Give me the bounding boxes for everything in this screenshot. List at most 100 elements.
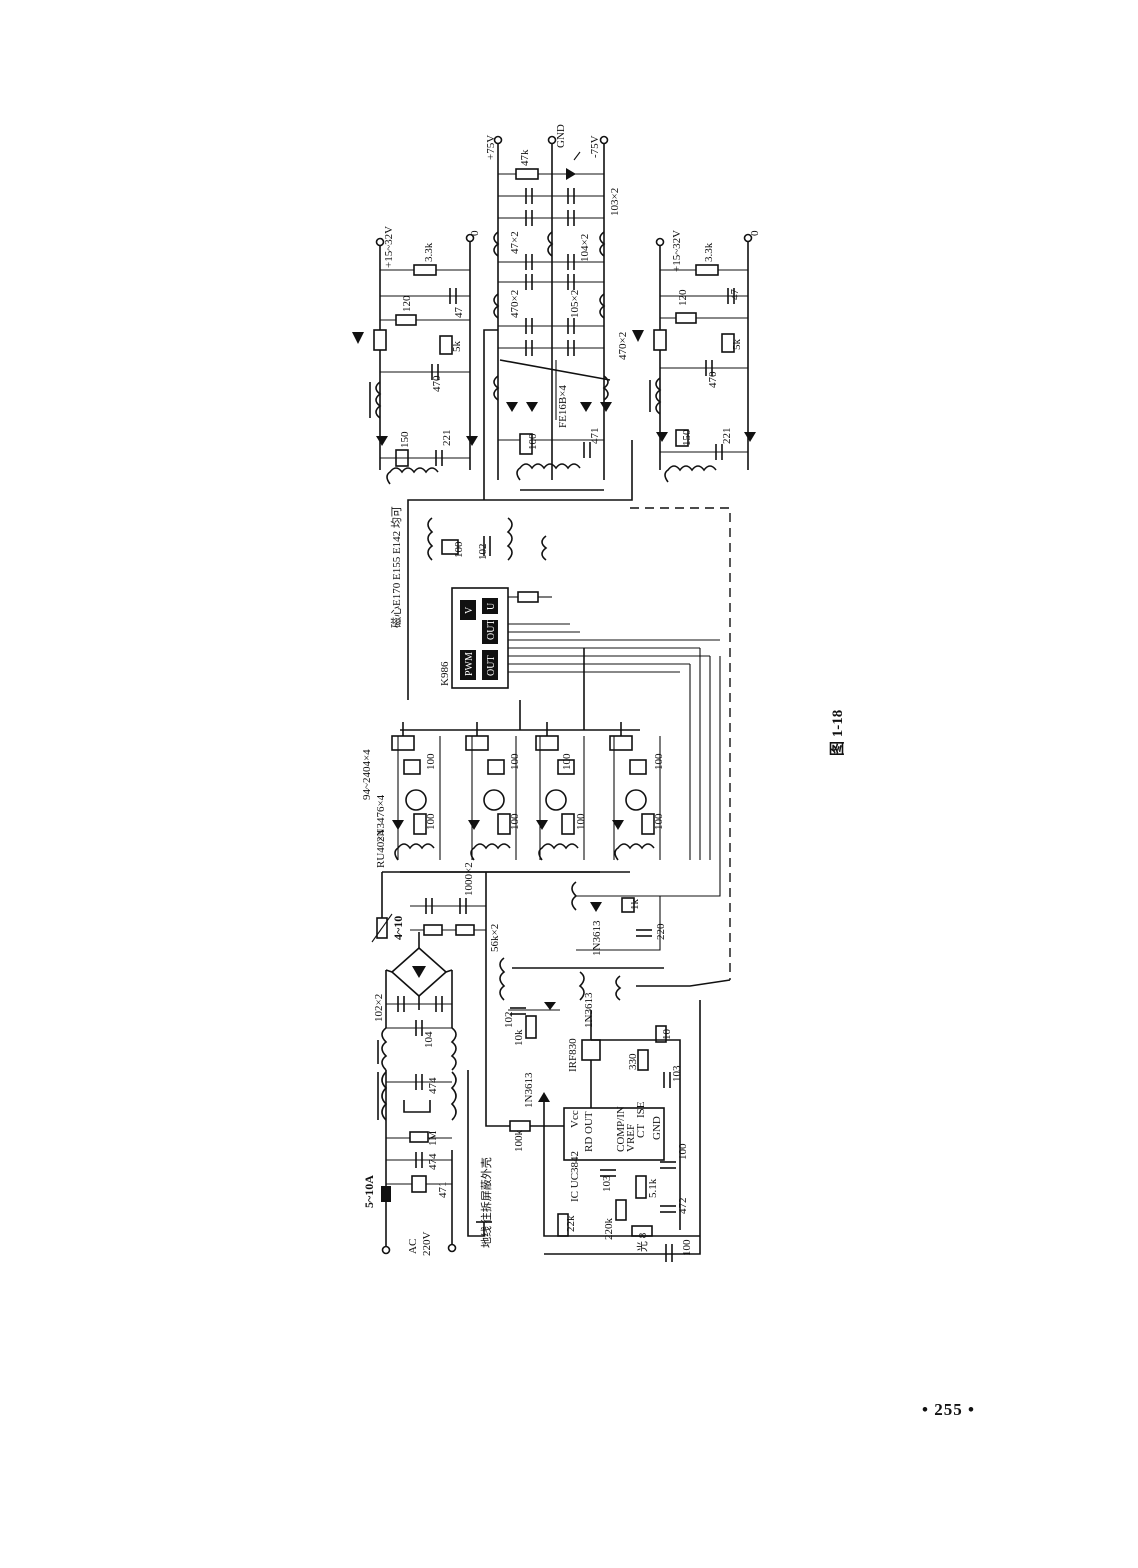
svg-text:光 8: 光 8 — [635, 1232, 649, 1252]
mosfet-2 — [465, 735, 489, 751]
resistor-1m — [409, 1131, 429, 1143]
choke-1-b — [450, 1071, 457, 1121]
bracket — [403, 1100, 431, 1113]
diode-4-icon — [612, 820, 624, 830]
varistor — [411, 1175, 427, 1193]
terminal-minus-75v — [599, 135, 609, 145]
svg-text:+15~32V: +15~32V — [671, 230, 683, 272]
pot-5k — [439, 335, 453, 355]
emi-filter-section: 471 474 1M 474 104 102×2 — [373, 994, 457, 1199]
choke-2-a — [381, 1027, 388, 1071]
svg-text:+15~32V: +15~32V — [383, 226, 395, 268]
mosfet-3 — [535, 735, 559, 751]
svg-text:120: 120 — [677, 289, 689, 306]
svg-text:100: 100 — [575, 813, 587, 830]
svg-text:1k: 1k — [629, 899, 641, 911]
svg-text:47: 47 — [729, 289, 741, 301]
svg-text:56k×2: 56k×2 — [489, 924, 501, 952]
svg-text:104: 104 — [423, 1031, 435, 1048]
svg-text:100: 100 — [453, 541, 465, 558]
svg-text:V: V — [464, 606, 475, 614]
figure-caption: 图 1-18 — [829, 710, 846, 756]
diode-1n3613-c-icon — [590, 902, 602, 912]
svg-text:471: 471 — [589, 428, 601, 445]
aux-supply-uc3842: IC UC3842 Vcc RD OUT COMP/IN VREF CT ISE… — [485, 656, 731, 1262]
controller-k986: K986 PWM OUT OUT V U 100 102 磁心E170 E155… — [390, 440, 731, 980]
svg-text:102: 102 — [477, 544, 489, 561]
svg-text:103×2: 103×2 — [609, 188, 621, 216]
svg-text:Vcc: Vcc — [569, 1110, 581, 1128]
uc3842-ic — [563, 1107, 665, 1161]
ac-input-section: 5~10A AC 220V 地线 往拆屏蔽外壳 — [362, 1070, 493, 1256]
transistor-4 — [625, 789, 647, 811]
mosfet-irf830 — [581, 1039, 601, 1061]
svg-text:100: 100 — [527, 433, 539, 450]
ground-note: 地线 往拆屏蔽外壳 — [479, 1157, 493, 1248]
svg-text:470×2: 470×2 — [617, 332, 629, 360]
svg-text:220k: 220k — [603, 1218, 615, 1241]
svg-text:100: 100 — [425, 753, 437, 770]
svg-text:K986: K986 — [439, 661, 451, 686]
svg-text:221: 221 — [441, 430, 453, 447]
svg-text:470×2: 470×2 — [509, 290, 521, 318]
drive-transformer-small — [541, 535, 548, 561]
svg-text:GND: GND — [651, 1116, 663, 1140]
rectifier-bottom-b-icon — [744, 432, 756, 442]
transistor-3 — [545, 789, 567, 811]
svg-text:100: 100 — [425, 813, 437, 830]
svg-text:COMP/IN: COMP/IN — [615, 1106, 627, 1152]
transistor-1 — [405, 789, 427, 811]
rectifier-diode-4-icon — [600, 402, 612, 412]
svg-text:472: 472 — [677, 1198, 689, 1215]
aux-output-bottom: +15~32V 0 3.3k 47 120 5k 470 150 221 — [632, 230, 761, 483]
svg-text:470: 470 — [707, 371, 719, 388]
terminal-plus-75v — [493, 135, 503, 145]
rectifier-top-a-icon — [376, 436, 388, 446]
snubber-resistor-10k — [525, 1015, 537, 1039]
svg-text:150: 150 — [399, 431, 411, 448]
sense-resistor-10 — [655, 1025, 667, 1043]
svg-text:5k: 5k — [451, 341, 463, 353]
snubber-resistor-100 — [441, 539, 459, 555]
svg-text:1000×2: 1000×2 — [463, 862, 475, 896]
svg-text:ISE: ISE — [635, 1101, 647, 1118]
k986-block-pwm — [460, 650, 476, 680]
terminal-aux-top-positive — [375, 237, 385, 247]
diode-3-icon — [536, 820, 548, 830]
resistor-3-3k — [413, 264, 437, 276]
zener-top-icon — [352, 332, 364, 344]
aux-output-top: +15~32V 0 3.3k 47 120 5k 470 150 221 — [352, 226, 481, 485]
svg-text:470: 470 — [431, 375, 443, 392]
svg-text:RD OUT: RD OUT — [583, 1111, 595, 1152]
svg-text:5.1k: 5.1k — [647, 1178, 659, 1198]
bleeder-resistor-1 — [423, 924, 443, 936]
svg-text:PWM: PWM — [464, 652, 475, 676]
svg-text:221: 221 — [721, 428, 733, 445]
mosfet-4 — [609, 735, 633, 751]
main-output-75v: +75V GND -75V 47k 103×2 47×2 104×2 470×2… — [483, 124, 629, 500]
transistor-2 — [483, 789, 505, 811]
svg-text:1N3613: 1N3613 — [591, 920, 603, 956]
rectifier-top-b-icon — [466, 436, 478, 446]
choke-2-b — [450, 1027, 457, 1071]
mosfet-cell-2: 100 100 — [465, 722, 521, 861]
svg-text:磁心E170 E155 E142 均可: 磁心E170 E155 E142 均可 — [390, 506, 403, 628]
ac-terminal-live — [381, 1245, 391, 1255]
svg-text:47k: 47k — [519, 149, 531, 166]
mosfet-cell-3: 100 100 — [535, 722, 587, 861]
svg-text:471: 471 — [437, 1182, 449, 1199]
rectifier-bottom-a-icon — [656, 432, 668, 442]
svg-text:-75V: -75V — [589, 135, 601, 158]
svg-text:OUT: OUT — [486, 655, 497, 676]
svg-text:5k: 5k — [731, 339, 743, 351]
regulator-top — [373, 329, 387, 351]
svg-text:102×2: 102×2 — [373, 994, 385, 1022]
svg-text:1M: 1M — [427, 1131, 439, 1147]
resistor-220k — [615, 1199, 627, 1221]
k986-block-u — [482, 598, 498, 614]
svg-text:22k: 22k — [565, 1215, 577, 1232]
ac-terminal-neutral — [447, 1243, 457, 1253]
svg-text:1N3613: 1N3613 — [523, 1072, 535, 1108]
pot-5k-b — [721, 333, 735, 353]
diode-2-icon — [468, 820, 480, 830]
